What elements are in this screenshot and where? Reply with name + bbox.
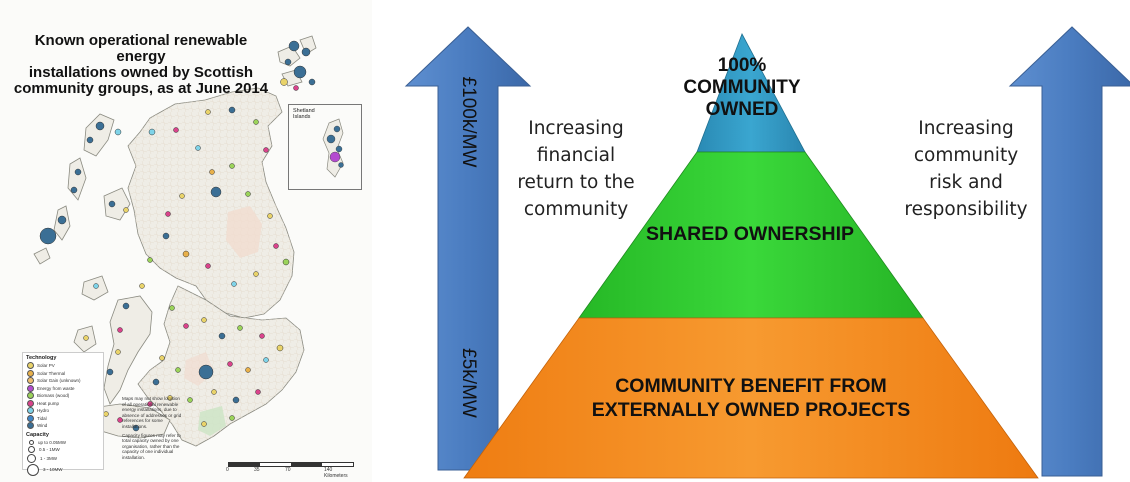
legend-item-label: Solar Gain (unknown)	[37, 378, 81, 384]
legend-swatch	[27, 384, 34, 392]
scale-bar-graphic	[228, 462, 354, 467]
right-side-text: Increasing community risk and responsibi…	[892, 115, 1040, 223]
tier-label-community-owned: 100% COMMUNITY OWNED	[668, 55, 816, 121]
legend-item: Solar Gain (unknown)	[27, 377, 103, 385]
shetland-label-line-1: Shetland	[293, 108, 315, 114]
legend-item: Wind	[27, 422, 103, 430]
legend-item-label: Tidal	[37, 415, 47, 421]
legend-item: Heat pump	[27, 399, 103, 408]
tier-bottom-line-1: COMMUNITY BENEFIT FROM	[615, 375, 887, 397]
tier-middle-line-1: SHARED OWNERSHIP	[645, 223, 855, 245]
tier-top-line-1: 100%	[717, 55, 767, 76]
legend-swatch	[27, 399, 34, 407]
pyramid-tier-bottom	[463, 317, 1039, 479]
legend-item-label: Biomass (wood)	[37, 393, 70, 399]
map-title-line-1: Known operational renewable energy	[34, 32, 248, 65]
shetland-inset: Shetland Islands	[288, 104, 362, 190]
legend-swatch	[27, 414, 34, 422]
map-note-2: Capacity figures may refer to total capa…	[122, 432, 181, 460]
capacity-item-label: up to 0.05MW	[38, 439, 67, 445]
map-note-1: Maps may not show location of all operat…	[122, 396, 182, 429]
scale-end-label: 140 Kilometers	[324, 467, 348, 479]
outer-hebrides	[83, 113, 115, 157]
capacity-item-label: 0.5 - 1MW	[39, 447, 60, 452]
capacity-item: up to 0.05MW	[27, 439, 103, 446]
legend-item-label: Hydro	[37, 408, 50, 414]
legend-swatch	[27, 422, 34, 430]
arrow-label-top: £100k/MW	[458, 76, 479, 168]
left-text-line-1: Increasing	[528, 118, 624, 139]
legend-item: Biomass (wood)	[27, 392, 103, 400]
map-title-line-3: community groups, as at June 2014	[13, 80, 269, 97]
capacity-swatch	[28, 446, 35, 453]
tier-label-shared-ownership: SHARED OWNERSHIP	[630, 222, 870, 246]
scotland-map-graphic	[33, 35, 317, 447]
capacity-item-label: 3 - 10MW	[43, 467, 63, 472]
scale-tick-2: 70	[285, 467, 291, 473]
shetland-label-line-2: Islands	[293, 114, 311, 120]
capacity-item: 1 - 3MW	[27, 454, 103, 464]
left-up-arrow	[404, 26, 532, 471]
mainland-argyll	[103, 295, 153, 405]
legend-technology-list: Solar PV Solar Thermal Solar Gain (unkno…	[23, 362, 103, 430]
left-text-line-3: return to the	[517, 172, 635, 193]
right-text-line-1: Increasing	[918, 118, 1014, 139]
map-legend: Technology Solar PV Solar Thermal Solar …	[22, 352, 104, 476]
legend-capacity-heading: Capacity	[26, 431, 49, 438]
right-text-line-4: responsibility	[904, 199, 1028, 220]
legend-swatch	[27, 377, 34, 385]
map-title: Known operational renewable energy insta…	[10, 33, 272, 97]
arrow-label-bottom: £5k/MW	[458, 348, 479, 418]
right-text-line-2: community	[913, 145, 1019, 166]
legend-item-label: Solar Thermal	[37, 370, 66, 376]
scotland-map-panel: Known operational renewable energy insta…	[0, 0, 372, 482]
legend-swatch	[27, 392, 34, 400]
map-title-line-2: installations owned by Scottish	[28, 64, 254, 81]
ownership-pyramid-diagram: £100k/MW £5k/MW Increasing financial ret…	[398, 0, 1130, 482]
capacity-item-label: 1 - 3MW	[40, 456, 58, 461]
legend-item: Tidal	[27, 414, 103, 423]
legend-item-label: Heat pump	[37, 400, 60, 406]
capacity-item: 0.5 - 1MW	[27, 446, 103, 454]
left-text-line-4: community	[523, 199, 629, 220]
capacity-item: 3 - 10MW	[27, 463, 103, 476]
mainland-galloway	[91, 403, 171, 439]
legend-swatch	[27, 369, 34, 377]
right-text-line-3: risk and	[929, 172, 1003, 193]
right-up-arrow	[1008, 26, 1130, 477]
map-scale-bar: 0 35 70 140 Kilometers	[226, 462, 354, 479]
tier-label-community-benefit: COMMUNITY BENEFIT FROM EXTERNALLY OWNED …	[576, 374, 926, 422]
map-notes: Maps may not show location of all operat…	[122, 396, 184, 464]
legend-item: Solar Thermal	[27, 369, 103, 378]
legend-item: Energy from waste	[27, 384, 103, 393]
tier-top-line-3: OWNED	[705, 99, 779, 120]
legend-item: Hydro	[27, 407, 103, 415]
installation-markers	[39, 40, 316, 432]
capacity-swatch	[29, 439, 34, 445]
legend-swatch	[27, 407, 34, 415]
left-side-text: Increasing financial return to the commu…	[502, 115, 650, 223]
tier-top-line-2: COMMUNITY	[683, 77, 801, 98]
legend-item-label: Wind	[37, 423, 48, 429]
legend-item-label: Energy from waste	[37, 385, 75, 391]
capacity-swatch	[27, 454, 36, 463]
capacity-swatch	[27, 463, 39, 476]
shetland-inset-map	[322, 118, 344, 178]
legend-item: Solar PV	[27, 362, 103, 370]
legend-swatch	[27, 362, 34, 370]
tier-bottom-line-2: EXTERNALLY OWNED PROJECTS	[591, 399, 911, 421]
diagram-graphic	[404, 26, 1130, 479]
shetland-inset-label: Shetland Islands	[293, 108, 315, 120]
scale-tick-1: 35	[254, 467, 260, 473]
scale-tick-0: 0	[226, 467, 229, 473]
legend-item-label: Solar PV	[37, 363, 55, 369]
left-text-line-2: financial	[536, 145, 616, 166]
legend-technology-heading: Technology	[26, 355, 57, 361]
